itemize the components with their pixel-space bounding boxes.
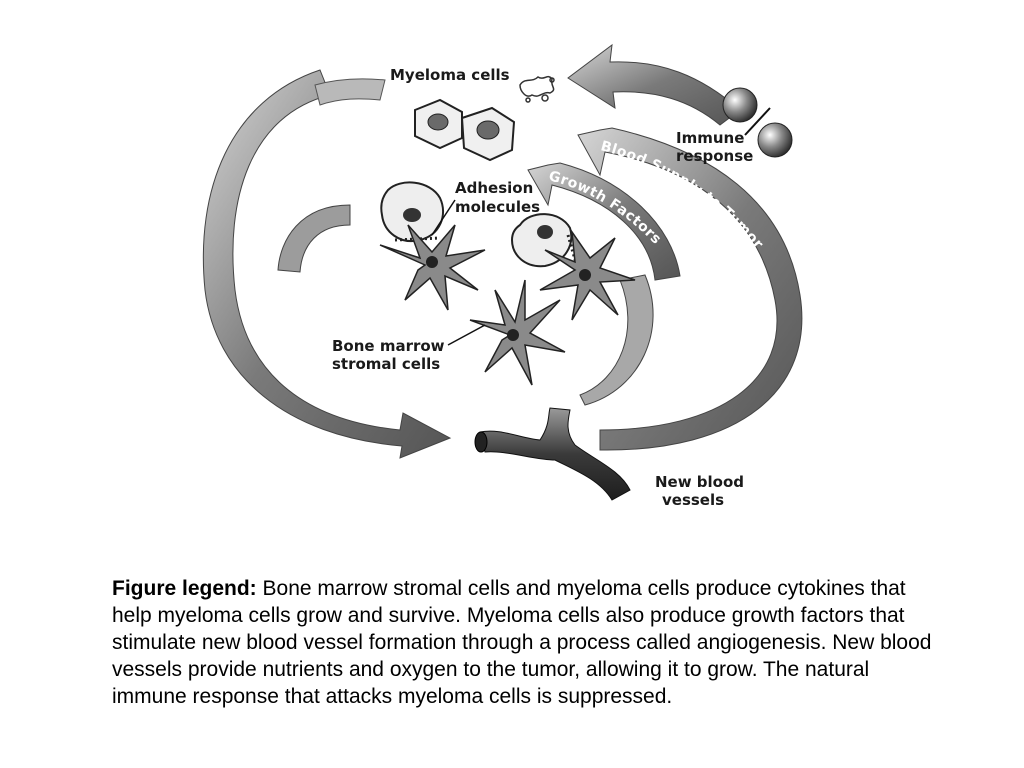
growth-factors-left-arrow: Growth Factors xyxy=(202,69,452,459)
adhesion-cell-right xyxy=(510,213,580,271)
label-adhesion-2: molecules xyxy=(455,198,540,216)
label-myeloma-cells: Myeloma cells xyxy=(390,66,510,84)
stromal-cell-center xyxy=(469,279,566,386)
label-immune-response-1: Immune xyxy=(676,129,744,147)
leader-lines xyxy=(431,199,486,346)
blood-vessel xyxy=(474,407,631,501)
label-stromal-1: Bone marrow xyxy=(332,337,445,355)
cell-debris xyxy=(519,75,555,103)
inner-return-arrow xyxy=(277,204,351,273)
stromal-cell-right xyxy=(539,229,636,321)
label-immune-response-2: response xyxy=(676,147,753,165)
legend-title: Figure legend: xyxy=(112,577,257,600)
immune-cells xyxy=(722,87,793,158)
label-vessels-1: New blood xyxy=(655,473,744,491)
figure-legend: Figure legend: Bone marrow stromal cells… xyxy=(112,575,932,710)
stromal-curve-arrow xyxy=(579,274,654,406)
stromal-cell-left xyxy=(379,224,486,311)
label-adhesion-1: Adhesion xyxy=(455,179,533,197)
legend-text: Bone marrow stromal cells and myeloma ce… xyxy=(112,577,932,708)
immune-arrow xyxy=(567,43,741,126)
myeloma-diagram: Growth Factors Blood Supply to Tumor Gro… xyxy=(202,43,803,509)
myeloma-cells xyxy=(414,98,516,162)
blood-supply-arrow: Blood Supply to Tumor xyxy=(577,127,803,451)
label-stromal-2: stromal cells xyxy=(332,355,440,373)
label-vessels-2: vessels xyxy=(662,491,724,509)
